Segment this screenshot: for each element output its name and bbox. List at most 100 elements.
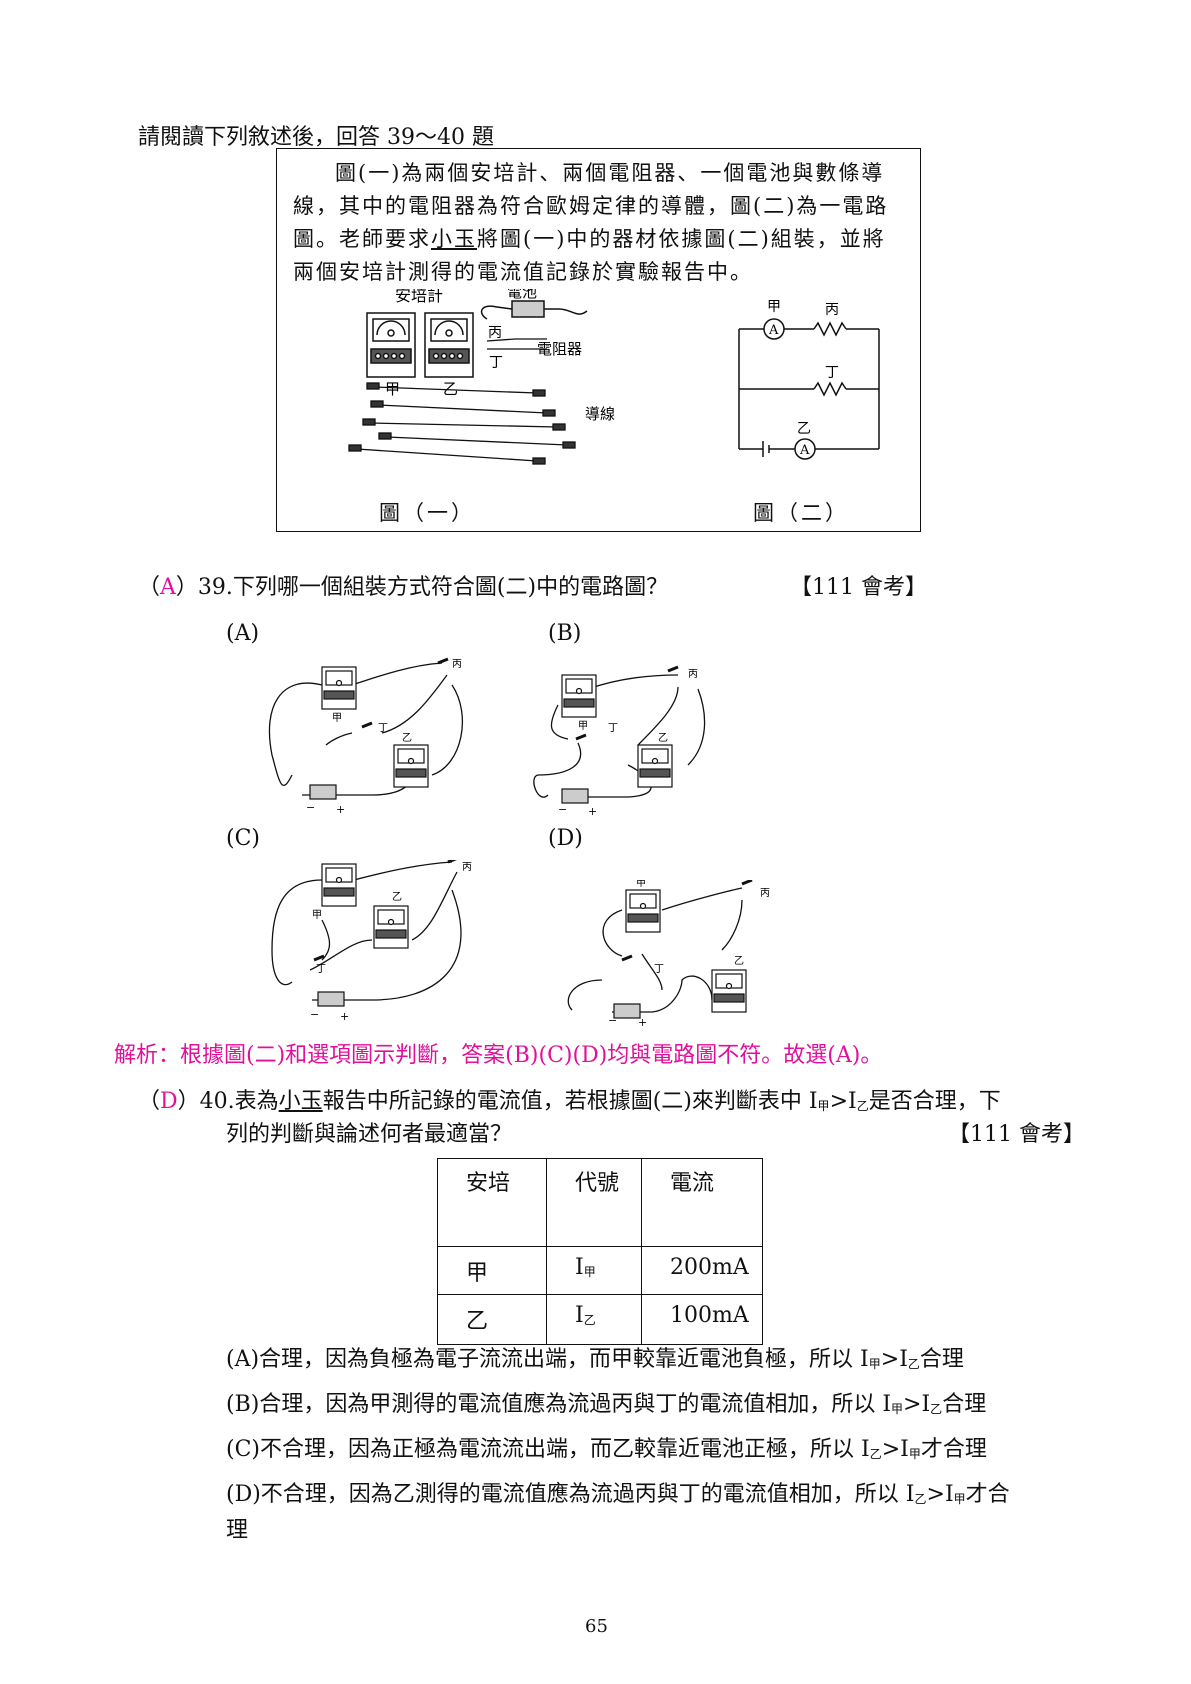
analysis-text: 解析：根據圖(二)和選項圖示判斷，答案(B)(C)(D)均與電路圖不符。故選(A… <box>114 1043 883 1068</box>
fig2-ammeter-yi-icon: A <box>794 438 816 460</box>
q39d-label-ding: 丁 <box>654 964 664 975</box>
q40-source: 【111 會考】 <box>948 1122 1085 1147</box>
table-header-row: 安培 代號 電流 <box>437 1158 763 1247</box>
q40-text-b: 報告中所記錄的電流值，若根據圖(二)來判斷表中 I <box>322 1089 818 1114</box>
q40-text-c: 是否合理，下 <box>868 1089 1001 1114</box>
choice-a-pre: (A)合理，因為負極為電子流流出端，而甲較靠近電池負極，所以 I <box>226 1347 869 1372</box>
intro-text: 請閱讀下列敘述後，回答 39～40 題 <box>138 125 494 150</box>
q39-option-a-label: (A) <box>226 621 260 646</box>
choice-a-sub2: 乙 <box>907 1357 920 1371</box>
q39b-battery-icon <box>561 788 589 804</box>
fig2-ammeter-yi-symbol: A <box>799 443 810 458</box>
q40-choice-d-line-2: 理 <box>226 1518 249 1543</box>
fig2-label-ding: 丁 <box>825 365 839 381</box>
fig1-ammeter-label: 安培計 <box>395 289 443 305</box>
q39-text: 39.下列哪一個組裝方式符合圖(二)中的電路圖？ <box>197 575 669 600</box>
q39c-label-yi: 乙 <box>392 891 402 903</box>
q39b-label-plus: + <box>588 805 597 818</box>
q39d-resistor-bing-icon <box>741 880 753 886</box>
student-name: 小玉 <box>431 227 477 251</box>
q39a-ammeter-jia-icon <box>321 666 357 710</box>
q39a-ammeter-yi-icon <box>393 744 429 788</box>
battery-icon <box>480 300 588 320</box>
q39-option-c-label: (C) <box>226 826 260 851</box>
fig2-label-yi: 乙 <box>797 421 811 437</box>
q40-text-a: 40.表為 <box>199 1089 279 1114</box>
passage-box: 圖(一)為兩個安培計、兩個電阻器、一個電池與數條導 線，其中的電阻器為符合歐姆定… <box>276 148 921 532</box>
fig1-label-jia: 甲 <box>385 380 400 398</box>
q39c-battery-icon <box>317 991 345 1007</box>
choice-d-sub2: 甲 <box>953 1492 966 1506</box>
passage-line-1: 圖(一)為兩個安培計、兩個電阻器、一個電池與數條導 <box>335 161 885 185</box>
q40-paren-open: （ <box>138 1089 161 1114</box>
choice-b-sub1: 甲 <box>891 1402 904 1416</box>
q39-option-b-circuit: 丙 甲 丁 乙 − + <box>533 665 706 818</box>
q39a-battery-icon <box>309 784 337 800</box>
q39-option-a-circuit: 丙 甲 丁 乙 − + <box>268 657 464 816</box>
q39d-label-yi: 乙 <box>734 955 744 967</box>
ammeter-jia-icon <box>366 312 416 378</box>
q39-option-d-label: (D) <box>548 826 583 851</box>
q39d-ammeter-jia-icon <box>625 889 661 933</box>
passage-line-4: 兩個安培計測得的電流值記錄於實驗報告中。 <box>293 260 753 284</box>
q39c-ammeter-yi-icon <box>373 905 409 949</box>
q39d-label-plus: + <box>638 1016 647 1029</box>
q39b-ammeter-yi-icon <box>637 744 673 788</box>
current-table: 安培 代號 電流 甲 I甲 200mA 乙 I乙 100mA <box>437 1158 763 1345</box>
q39b-label-minus: − <box>558 803 567 816</box>
q39c-label-bing: 丙 <box>462 862 472 873</box>
figure-1-caption: 圖（一） <box>379 501 475 525</box>
fig2-ammeter-jia-icon: A <box>763 318 785 340</box>
choice-d-pre: (D)不合理，因為乙測得的電流值應為流過丙與丁的電流值相加，所以 I <box>226 1482 915 1507</box>
q39c-label-plus: + <box>340 1010 349 1023</box>
q39b-label-bing: 丙 <box>688 669 698 680</box>
passage-line-3a: 圖。老師要求 <box>293 227 431 251</box>
table-cell-meter: 甲 <box>437 1246 547 1295</box>
q39a-label-minus: − <box>306 801 315 814</box>
q39b-label-ding: 丁 <box>608 723 618 734</box>
q39a-label-yi: 乙 <box>402 732 412 744</box>
q40-choice-d: (D)不合理，因為乙測得的電流值應為流過丙與丁的電流值相加，所以 I乙>I甲才合 <box>226 1480 1010 1514</box>
q39b-label-yi: 乙 <box>658 732 668 744</box>
q40-choice-c: (C)不合理，因為正極為電流流出端，而乙較靠近電池正極，所以 I乙>I甲才合理 <box>226 1435 987 1469</box>
resistor-icon <box>486 338 547 350</box>
q40-choice-b: (B)合理，因為甲測得的電流值應為流過丙與丁的電流值相加，所以 I甲>I乙合理 <box>226 1390 986 1424</box>
question-40: （D）40.表為小玉報告中所記錄的電流值，若根據圖(二)來判斷表中 I甲>I乙是… <box>138 1087 1001 1121</box>
fig1-label-bing: 丙 <box>488 325 502 341</box>
choice-c-post: 才合理 <box>920 1437 987 1462</box>
fig1-battery-label: 電池 <box>507 289 537 301</box>
q39c-label-jia: 甲 <box>312 910 322 921</box>
code-subscript: 甲 <box>583 1265 596 1279</box>
q39d-label-bing: 丙 <box>760 888 770 899</box>
choice-b-sub2: 乙 <box>930 1402 943 1416</box>
q40-sub-jia: 甲 <box>817 1099 830 1113</box>
q39b-ammeter-jia-icon <box>561 674 597 718</box>
table-cell-code: I甲 <box>546 1246 642 1295</box>
q39c-label-ding: 丁 <box>316 964 326 975</box>
fig1-wire-label: 導線 <box>585 405 615 423</box>
code-symbol: I <box>575 1255 584 1280</box>
fig2-resistor-ding-icon <box>813 381 847 397</box>
ammeter-yi-icon <box>424 312 474 378</box>
choice-b-pre: (B)合理，因為甲測得的電流值應為流過丙與丁的電流值相加，所以 I <box>226 1392 892 1417</box>
choice-c-pre: (C)不合理，因為正極為電流流出端，而乙較靠近電池正極，所以 I <box>226 1437 870 1462</box>
fig2-label-bing: 丙 <box>825 302 839 318</box>
q39b-resistor-bing-icon <box>667 665 679 673</box>
q39a-label-plus: + <box>336 803 345 816</box>
question-39: （A）39.下列哪一個組裝方式符合圖(二)中的電路圖？ <box>138 573 668 603</box>
passage-line-2: 線，其中的電阻器為符合歐姆定律的導體，圖(二)為一電路 <box>293 194 889 218</box>
table-header-code: 代號 <box>546 1158 642 1247</box>
fig1-resistor-label: 電阻器 <box>537 340 582 358</box>
q40-paren-close: ） <box>177 1089 200 1114</box>
table-cell-code: I乙 <box>546 1294 642 1345</box>
table-header-meter: 安培 <box>437 1158 547 1247</box>
figure-1-equipment: 安培計 甲 乙 電池 丙 丁 電阻器 導線 <box>348 289 615 465</box>
q39d-label-minus: − <box>608 1014 617 1027</box>
choice-c-sub1: 乙 <box>869 1447 882 1461</box>
q39d-label-jia: 甲 <box>636 880 646 889</box>
choice-d-mid: >I <box>926 1482 954 1507</box>
q39a-label-bing: 丙 <box>452 659 462 670</box>
passage-text: 圖(一)為兩個安培計、兩個電阻器、一個電池與數條導 線，其中的電阻器為符合歐姆定… <box>293 157 903 289</box>
q39a-label-ding: 丁 <box>378 723 388 734</box>
table-header-current: 電流 <box>641 1158 763 1247</box>
